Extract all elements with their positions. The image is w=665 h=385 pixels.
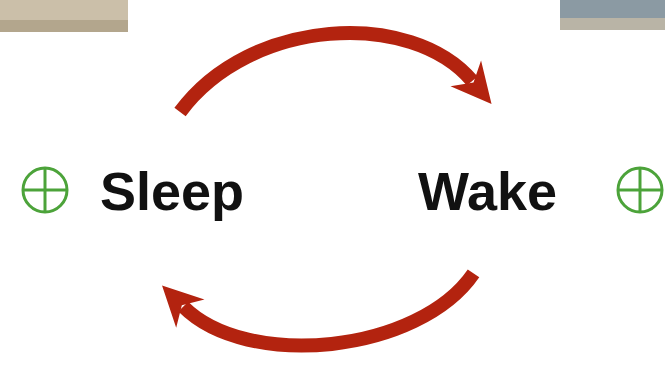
state-label-box: Wake — [414, 160, 561, 223]
plus-symbol — [618, 168, 662, 212]
arrow-line — [183, 273, 473, 345]
photo-fragment — [0, 0, 128, 32]
arrow-head — [450, 61, 491, 104]
photo-fragment — [0, 20, 128, 32]
arrow-head — [162, 285, 204, 327]
photo-fragment — [560, 0, 665, 30]
cycle-arrow — [162, 273, 473, 345]
arrow-line — [180, 33, 472, 112]
cycle-arrow — [180, 33, 491, 112]
plus-symbol — [23, 168, 67, 212]
photo-fragment — [560, 18, 665, 30]
state-label: Sleep — [100, 162, 244, 221]
state-label-box: Sleep — [96, 160, 248, 223]
state-label: Wake — [418, 162, 557, 221]
